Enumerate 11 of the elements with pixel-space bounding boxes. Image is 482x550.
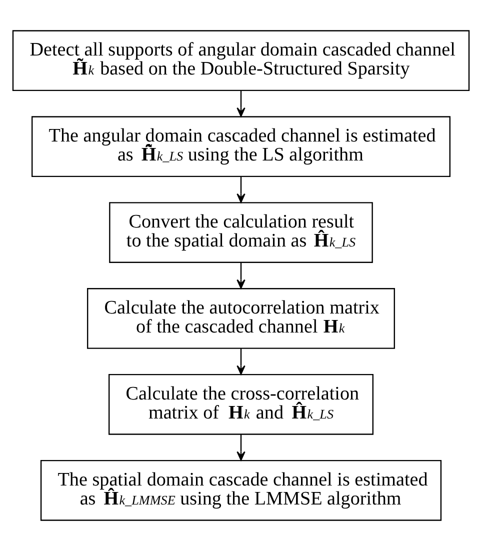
arrow <box>236 348 246 374</box>
node-box: The angular domain cascaded channel is estimated as H̃̂k_LS using the LS algorithm <box>32 116 450 177</box>
node-box: Calculate the cross-correlation matrix of Hk and Ĥk_LS <box>108 373 374 434</box>
node-box: Calculate the autocorrelation matrix of the cascaded channel Hk <box>87 288 395 348</box>
node-box: Detect all supports of angular domain cascaded channel H̃k based on the Double-Structured Sparsity <box>12 30 470 91</box>
arrow <box>236 262 246 288</box>
arrow <box>236 434 246 460</box>
arrow <box>236 90 246 116</box>
node-box: The spatial domain cascade channel is estimated as Ĥk_LMMSE using the LMMSE algorithm <box>40 459 442 520</box>
node-box: Convert the calculation result to the spatial domain as Ĥk_LS <box>109 202 373 262</box>
arrow <box>236 176 246 202</box>
